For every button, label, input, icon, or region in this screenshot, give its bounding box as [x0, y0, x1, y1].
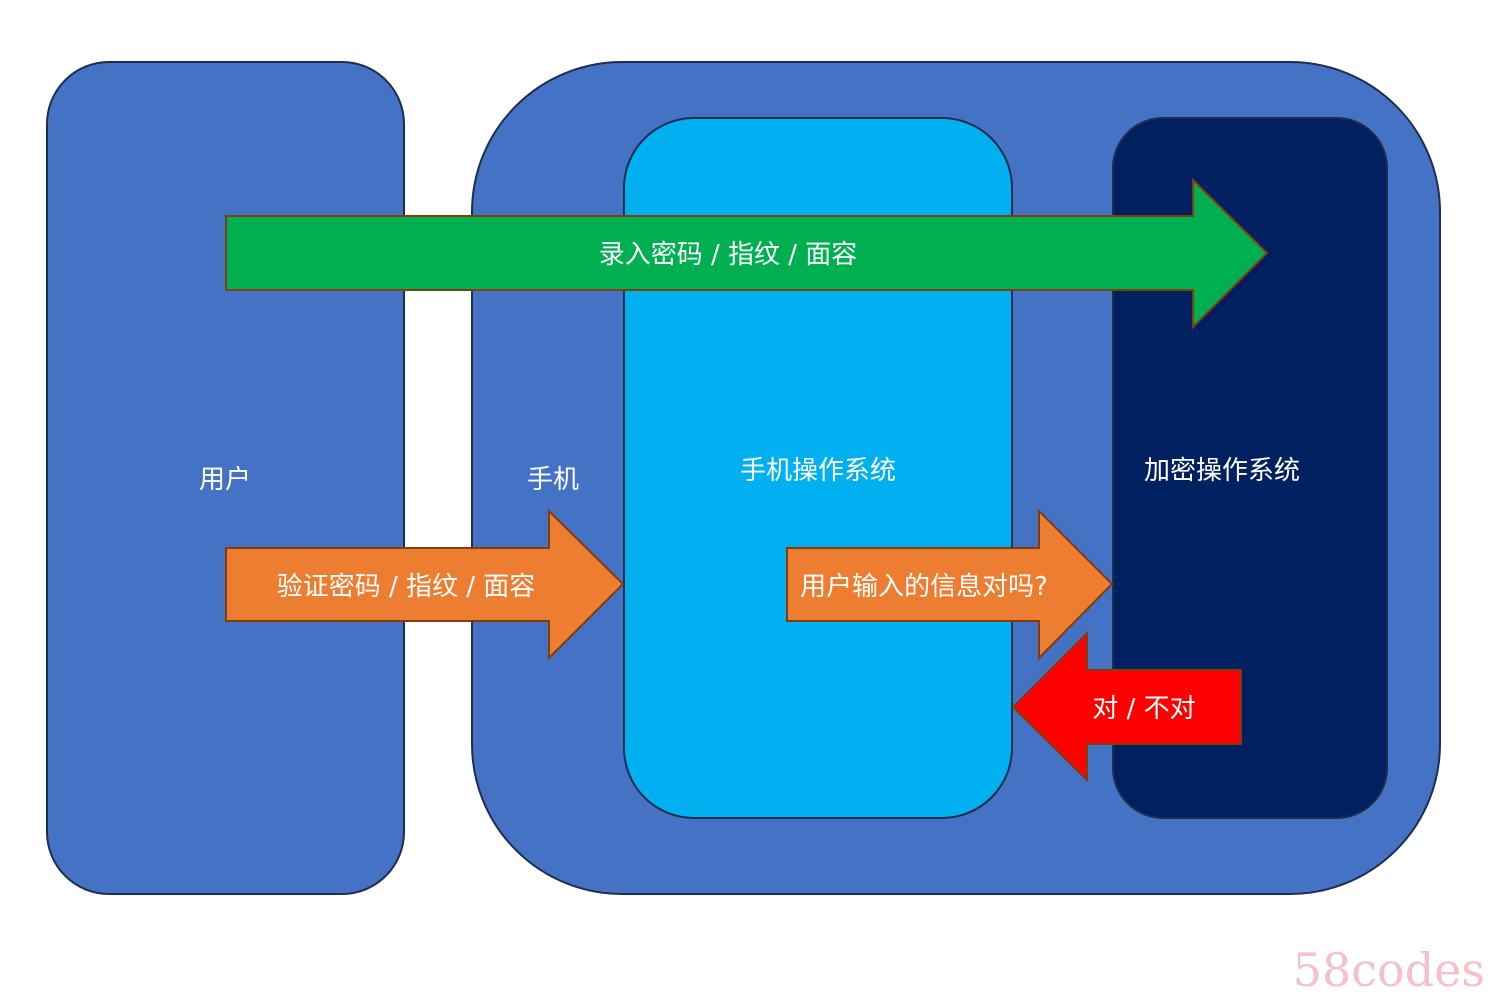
secure-os-label: 加密操作系统 [1144, 456, 1300, 486]
watermark: 58codes [1293, 943, 1485, 997]
phone-os-label: 手机操作系统 [740, 456, 896, 486]
query-arrow [786, 508, 1114, 661]
user-label: 用户 [199, 465, 251, 495]
phone-os-box [623, 117, 1013, 819]
verify-arrow [225, 508, 625, 661]
secure-os-box [1112, 117, 1388, 819]
enroll-arrow [225, 177, 1269, 330]
result-arrow [1011, 630, 1242, 783]
enroll-arrow-label: 录入密码 / 指纹 / 面容 [599, 240, 858, 270]
verify-arrow-label: 验证密码 / 指纹 / 面容 [277, 572, 536, 602]
phone-label: 手机 [527, 465, 579, 495]
query-arrow-label: 用户输入的信息对吗? [800, 572, 1048, 602]
result-arrow-label: 对 / 不对 [1092, 694, 1195, 724]
